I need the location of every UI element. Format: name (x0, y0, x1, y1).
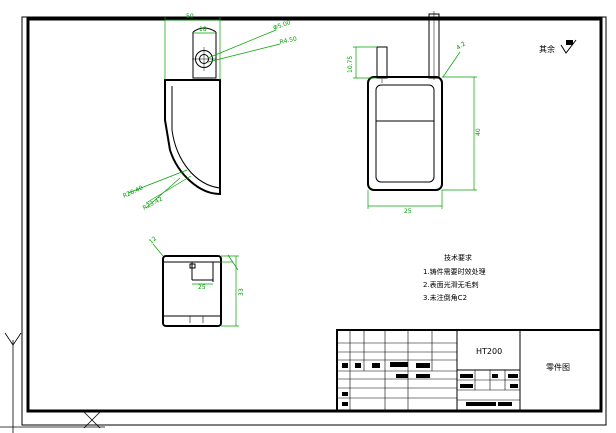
dim-radius-outer: R26.40 (122, 184, 144, 199)
dim-hole-dia-b: R4.50 (279, 35, 298, 46)
title-block-fills (342, 362, 518, 406)
title-block-drawing-name: 零件图 (546, 362, 570, 372)
bottom-view-dimensions (152, 243, 239, 327)
dim-body-width: 25 (404, 208, 412, 215)
dim-bottom-height: 33 (238, 288, 245, 296)
dim-hole-dia-a: Φ5.00 (272, 19, 292, 32)
side-view (367, 11, 443, 191)
front-view-dim-text: 50 18 Φ5.00 R4.50 R26.40 R23.42 (122, 13, 298, 212)
front-view-dimensions (127, 17, 281, 209)
sheet-border (21, 16, 607, 426)
dim-bottom-slot: 25 (198, 284, 206, 291)
bottom-view-dim-text: 12 25 33 (148, 235, 245, 296)
roughness-symbol: 其余 (539, 39, 577, 54)
dim-lug-size: 4.2 (455, 40, 467, 51)
dim-bottom-chamfer: 12 (148, 235, 158, 245)
title-block (336, 329, 602, 412)
dim-hole-center: 18 (199, 26, 207, 33)
bottom-view (162, 255, 222, 327)
tech-requirement-3: 3.未注倒角C2 (423, 293, 467, 302)
dim-top-width: 50 (186, 13, 194, 20)
tech-requirement-1: 1.铸件需要时效处理 (423, 267, 486, 276)
title-block-material: HT200 (476, 347, 502, 356)
side-view-dimensions (353, 46, 477, 209)
tech-requirements-title: 技术要求 (444, 253, 472, 262)
front-view (164, 27, 221, 196)
side-view-dim-text: 10.75 4.2 40 25 (347, 40, 482, 215)
roughness-label: 其余 (539, 44, 555, 54)
ucs-axis-icon (0, 332, 105, 433)
dim-radius-inner: R23.42 (142, 195, 164, 211)
dim-height-small: 10.75 (347, 56, 354, 73)
tech-requirements: 技术要求 1.铸件需要时效处理 2.表面光滑无毛刺 3.未注倒角C2 (423, 253, 486, 302)
tech-requirement-2: 2.表面光滑无毛刺 (423, 280, 479, 289)
dim-body-height: 40 (475, 128, 482, 136)
